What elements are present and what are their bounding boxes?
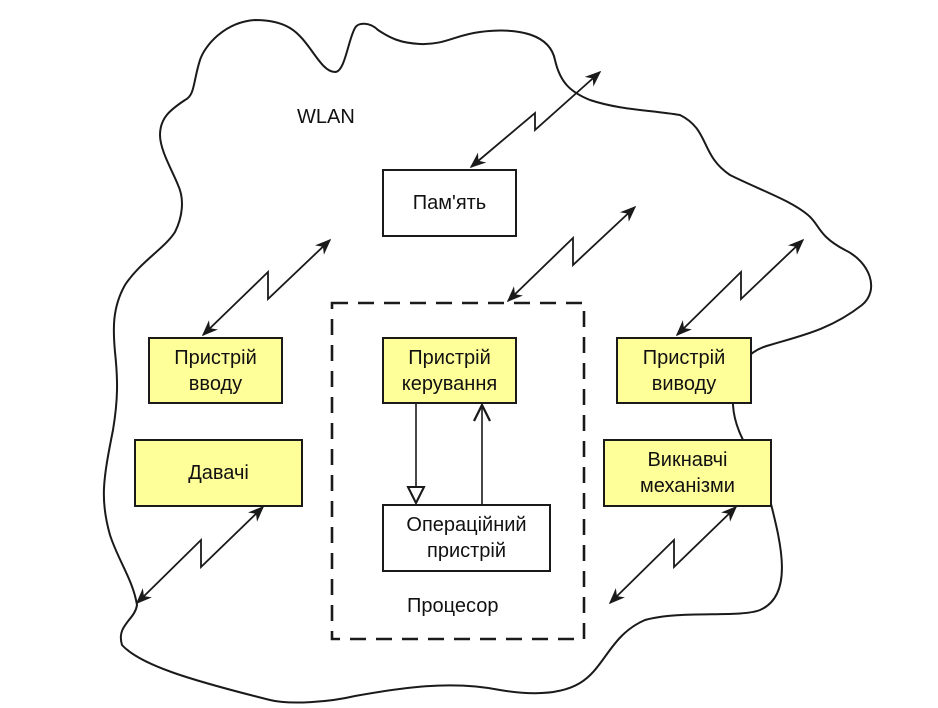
wireless-link-input-device — [201, 238, 332, 337]
wireless-link-processor — [506, 205, 637, 303]
control-unit-node: Пристрій керування — [382, 337, 517, 404]
processor-boundary — [330, 301, 586, 641]
wireless-link-sensors — [135, 505, 265, 605]
wlan-cloud-outline — [102, 18, 873, 704]
sensors-node: Давачі — [134, 439, 303, 507]
output-device-node: Пристрій виводу — [616, 337, 752, 404]
wireless-link-memory — [469, 70, 602, 169]
wireless-link-actuators — [608, 505, 738, 605]
actuators-node: Викнавчі механізми — [603, 439, 772, 507]
operational-unit-node: Операційний пристрій — [382, 504, 551, 572]
wlan-label: WLAN — [297, 106, 355, 128]
wireless-link-output-device — [675, 238, 805, 337]
input-device-node: Пристрій вводу — [148, 337, 283, 404]
processor-label: Процесор — [407, 595, 499, 617]
memory-node: Пам'ять — [382, 169, 517, 237]
